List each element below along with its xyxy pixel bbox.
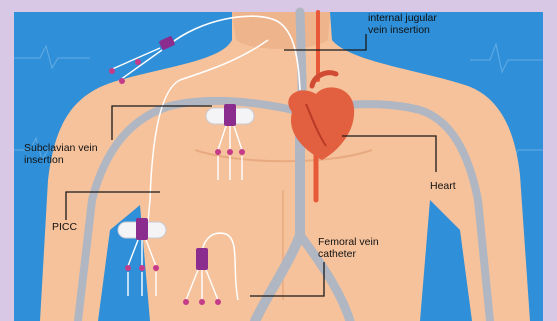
- label-femoral: Femoral vein catheter: [318, 236, 379, 260]
- label-femoral-line1: Femoral vein: [318, 236, 379, 248]
- label-heart: Heart: [430, 180, 456, 192]
- label-internal-jugular: internal jugular vein insertion: [368, 12, 437, 36]
- label-internal-jugular-line2: vein insertion: [368, 24, 437, 36]
- label-femoral-line2: catheter: [318, 248, 379, 260]
- label-subclavian-line2: insertion: [24, 154, 98, 166]
- label-internal-jugular-line1: internal jugular: [368, 12, 437, 24]
- label-subclavian-line1: Subclavian vein: [24, 142, 98, 154]
- label-subclavian: Subclavian vein insertion: [24, 142, 98, 166]
- label-picc: PICC: [52, 221, 77, 233]
